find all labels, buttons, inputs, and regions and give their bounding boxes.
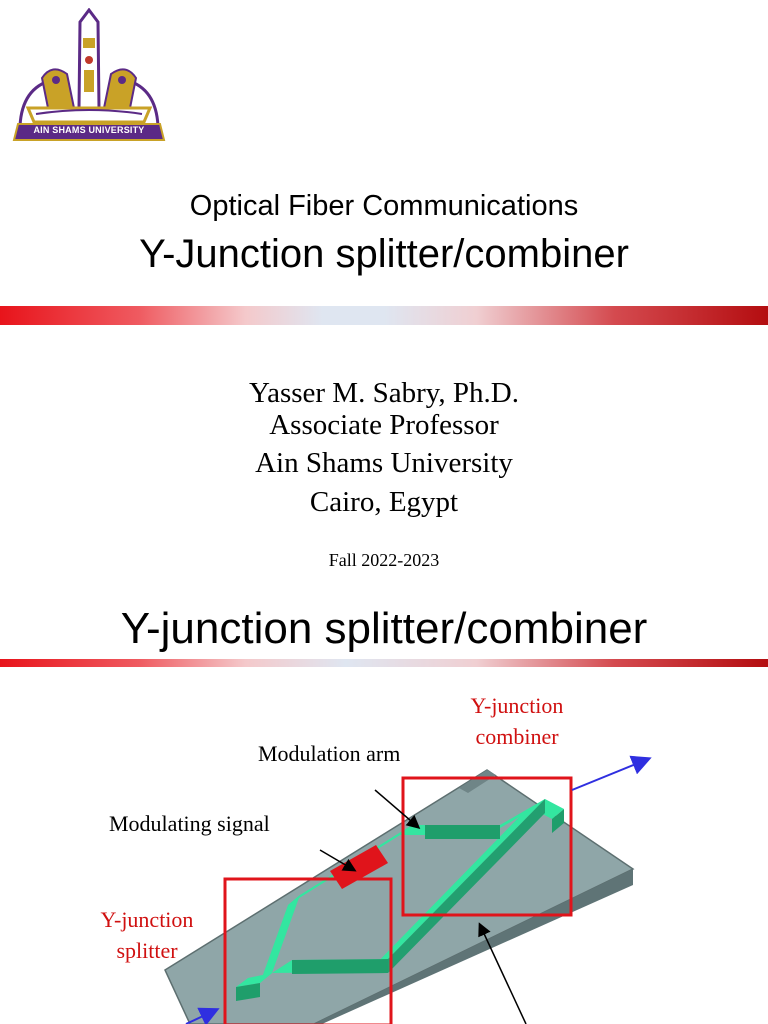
author-name: Yasser M. Sabry, Ph.D. <box>249 377 519 409</box>
waveguide <box>236 799 564 1001</box>
output-arrow <box>571 755 652 791</box>
slide2-title: Y-junction splitter/combiner <box>120 604 648 653</box>
modulating-signal-label: Modulating signal <box>109 811 270 836</box>
term-label: Fall 2022-2023 <box>328 550 440 570</box>
combiner-highlight-box <box>401 776 573 917</box>
university-logo: AIN SHAMS UNIVERSITY <box>12 7 166 142</box>
course-subtitle: Optical Fiber Communications <box>189 190 579 222</box>
author-university: Ain Shams University <box>255 447 513 479</box>
title-divider <box>0 306 768 325</box>
splitter-label-line1: Y-junction <box>101 907 194 932</box>
modulating-signal-pointer <box>319 849 357 872</box>
input-arrow <box>185 1007 220 1024</box>
author-role: Associate Professor <box>269 409 499 441</box>
slide-title: Y-Junction splitter/combiner <box>139 232 629 276</box>
logo-text: AIN SHAMS UNIVERSITY <box>33 125 145 135</box>
combiner-label-line2: combiner <box>475 724 559 749</box>
substrate-pointer <box>478 922 527 1024</box>
author-city: Cairo, Egypt <box>309 486 459 518</box>
splitter-label-line2: splitter <box>116 938 178 963</box>
substrate-notch <box>459 770 496 793</box>
ain-shams-crest-icon <box>12 7 166 141</box>
splitter-highlight-box <box>223 877 393 1024</box>
y-junction-diagram: Y-junction combiner Modulation arm Modul… <box>101 693 652 1024</box>
substrate-side <box>314 869 633 1024</box>
slide2-divider <box>0 659 768 667</box>
modulation-arm-label: Modulation arm <box>258 741 400 766</box>
combiner-label-line1: Y-junction <box>471 693 564 718</box>
modulation-arm-pointer <box>374 789 421 829</box>
